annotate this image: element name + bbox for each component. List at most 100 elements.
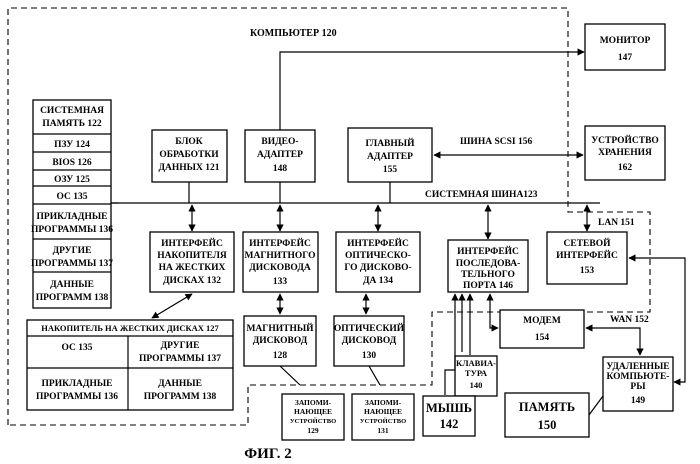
- scsi-bus-label: ШИНА SCSI 156: [460, 137, 532, 147]
- host-line-2: АДАПТЕР: [367, 152, 413, 162]
- monitor-line-1: МОНИТОР: [600, 36, 651, 46]
- computer-label: КОМПЬЮТЕР 120: [250, 28, 337, 39]
- sysmem-rom: ПЗУ 124: [54, 140, 90, 150]
- memory-block: ПАМЯТЬ 150: [505, 393, 589, 437]
- optif-line-2: ОПТИЧЕСКО-: [345, 251, 411, 261]
- remote-line-2: КОМПЬЮТЕ-: [607, 372, 670, 382]
- magdrive-line-1: МАГНИТНЫЙ: [246, 322, 314, 334]
- cpu-line-3: ДАННЫХ 121: [159, 163, 220, 173]
- figure-caption: ФИГ. 2: [244, 446, 291, 462]
- store129-line-1: ЗАПОМИ-: [295, 398, 332, 407]
- system-bus-label: СИСТЕМНАЯ ШИНА123: [425, 190, 538, 200]
- storage-131: ЗАПОМИ- НАЮЩЕЕ УСТРОЙСТВО 131: [352, 394, 414, 440]
- optif-line-1: ИНТЕРФЕЙС: [347, 237, 409, 249]
- system-memory: СИСТЕМНАЯ ПАМЯТЬ 122 ПЗУ 124 BIOS 126 ОЗ…: [31, 100, 113, 308]
- magdrive-line-2: ДИСКОВОД: [253, 336, 308, 346]
- remote-line-1: УДАЛЕННЫЕ: [606, 362, 669, 372]
- modem-line-1: МОДЕМ: [523, 316, 561, 326]
- optdrive-line-1: ОПТИЧЕСКИЙ: [334, 322, 405, 334]
- hddif-line-4: ДИСКАХ 132: [163, 276, 221, 286]
- video-adapter: ВИДЕО- АДАПТЕР 148: [245, 130, 315, 182]
- serial-interface: ИНТЕРФЕЙС ПОСЛЕДОВА- ТЕЛЬНОГО ПОРТА 146: [448, 240, 528, 292]
- serial-line-2: ПОСЛЕДОВА-: [456, 259, 521, 269]
- serial-modem-link: [490, 294, 498, 328]
- cpu-block: БЛОК ОБРАБОТКИ ДАННЫХ 121: [152, 130, 227, 182]
- mouse-line-2: 142: [440, 417, 459, 431]
- netif-line-1: СЕТЕВОЙ: [564, 237, 612, 249]
- optdrive-line-2: ДИСКОВОД: [342, 336, 397, 346]
- sysmem-title-1: СИСТЕМНАЯ: [40, 106, 104, 116]
- optif-line-3: ГО ДИСКОВО-: [344, 263, 411, 273]
- optical-interface: ИНТЕРФЕЙС ОПТИЧЕСКО- ГО ДИСКОВО- ДА 134: [336, 232, 420, 292]
- netif-line-3: 153: [580, 266, 595, 276]
- magif-line-2: МАГНИТНОГО: [245, 251, 316, 261]
- magif-line-1: ИНТЕРФЕЙС: [249, 237, 311, 249]
- sysmem-ram: ОЗУ 125: [54, 175, 90, 185]
- wan-label: WAN 152: [610, 315, 649, 325]
- video-to-monitor-link: [280, 52, 584, 130]
- storage-line-3: 162: [618, 163, 633, 173]
- store129-line-4: 129: [307, 426, 319, 435]
- remote-line-4: 149: [631, 396, 646, 406]
- sysmem-data-2: ПРОГРАММ 138: [36, 293, 109, 303]
- hdd-interface: ИНТЕРФЕЙС НАКОПИТЕЛЯ НА ЖЕСТКИХ ДИСКАХ 1…: [150, 232, 234, 292]
- netif-line-2: ИНТЕРФЕЙС: [556, 249, 618, 261]
- hdd-data-2: ПРОГРАММ 138: [144, 392, 217, 402]
- magdrive-line-3: 128: [273, 351, 288, 361]
- modem-line-2: 154: [535, 333, 550, 343]
- modem-block: МОДЕМ 154: [500, 310, 584, 348]
- magdrive-store-link: [280, 366, 300, 385]
- store131-line-4: 131: [377, 426, 389, 435]
- storage-line-2: ХРАНЕНИЯ: [598, 148, 652, 158]
- remote-memory-link: [589, 396, 603, 415]
- sysmem-os: ОС 135: [57, 192, 88, 202]
- sysmem-data-1: ДАННЫЕ: [50, 280, 94, 290]
- hdd-other-2: ПРОГРАММЫ 137: [139, 354, 221, 364]
- serial-line-1: ИНТЕРФЕЙС: [457, 245, 519, 257]
- hddif-hdd-link: [152, 294, 192, 318]
- hddif-line-1: ИНТЕРФЕЙС: [161, 237, 223, 249]
- mouse-link: [445, 294, 455, 395]
- mouse-line-1: МЫШЬ: [426, 401, 472, 415]
- optdrive-line-3: 130: [362, 351, 377, 361]
- hddif-line-2: НАКОПИТЕЛЯ: [157, 251, 227, 261]
- store131-line-1: ЗАПОМИ-: [365, 398, 402, 407]
- host-line-3: 155: [383, 165, 398, 175]
- hdd-block: НАКОПИТЕЛЬ НА ЖЕСТКИХ ДИСКАХ 127 ОС 135 …: [27, 320, 233, 410]
- sysmem-other-1: ДРУГИЕ: [53, 246, 92, 256]
- storage-line-1: УСТРОЙСТВО: [591, 134, 659, 146]
- cpu-line-1: БЛОК: [175, 137, 203, 147]
- memory-line-1: ПАМЯТЬ: [519, 400, 575, 414]
- cpu-line-2: ОБРАБОТКИ: [159, 150, 219, 160]
- sysmem-other-2: ПРОГРАММЫ 137: [31, 259, 113, 269]
- magnetic-interface: ИНТЕРФЕЙС МАГНИТНОГО ДИСКОВОДА 133: [243, 232, 318, 292]
- keyboard-block: КЛАВИА- ТУРА 140: [455, 356, 497, 396]
- host-adapter: ГЛАВНЫЙ АДАПТЕР 155: [348, 128, 432, 182]
- remote-line-3: РЫ: [630, 382, 646, 392]
- keyboard-line-2: ТУРА: [465, 368, 488, 378]
- wan-link: [586, 328, 640, 355]
- store129-line-3: УСТРОЙСТВО: [290, 417, 336, 425]
- optical-drive: ОПТИЧЕСКИЙ ДИСКОВОД 130: [334, 316, 405, 366]
- sysmem-apps-2: ПРОГРАММЫ 136: [31, 225, 113, 235]
- storage-block: УСТРОЙСТВО ХРАНЕНИЯ 162: [585, 126, 665, 180]
- keyboard-line-3: 140: [470, 380, 483, 390]
- storage-129: ЗАПОМИ- НАЮЩЕЕ УСТРОЙСТВО 129: [282, 394, 344, 440]
- serial-line-4: ПОРТА 146: [463, 281, 513, 291]
- network-interface: СЕТЕВОЙ ИНТЕРФЕЙС 153: [547, 232, 627, 284]
- video-line-1: ВИДЕО-: [261, 137, 298, 147]
- monitor-line-2: 147: [618, 53, 633, 63]
- optdrive-store-link: [369, 366, 380, 385]
- hdd-data-1: ДАННЫЕ: [158, 379, 202, 389]
- memory-line-2: 150: [538, 418, 557, 432]
- hdd-other-1: ДРУГИЕ: [161, 341, 200, 351]
- magnetic-drive: МАГНИТНЫЙ ДИСКОВОД 128: [244, 316, 316, 366]
- optif-line-4: ДА 134: [363, 276, 393, 286]
- sysmem-title-2: ПАМЯТЬ 122: [42, 119, 102, 129]
- store131-line-3: УСТРОЙСТВО: [360, 417, 406, 425]
- hdd-apps-1: ПРИКЛАДНЫЕ: [42, 379, 113, 389]
- hdd-os: ОС 135: [62, 343, 93, 353]
- magif-line-4: 133: [273, 277, 288, 287]
